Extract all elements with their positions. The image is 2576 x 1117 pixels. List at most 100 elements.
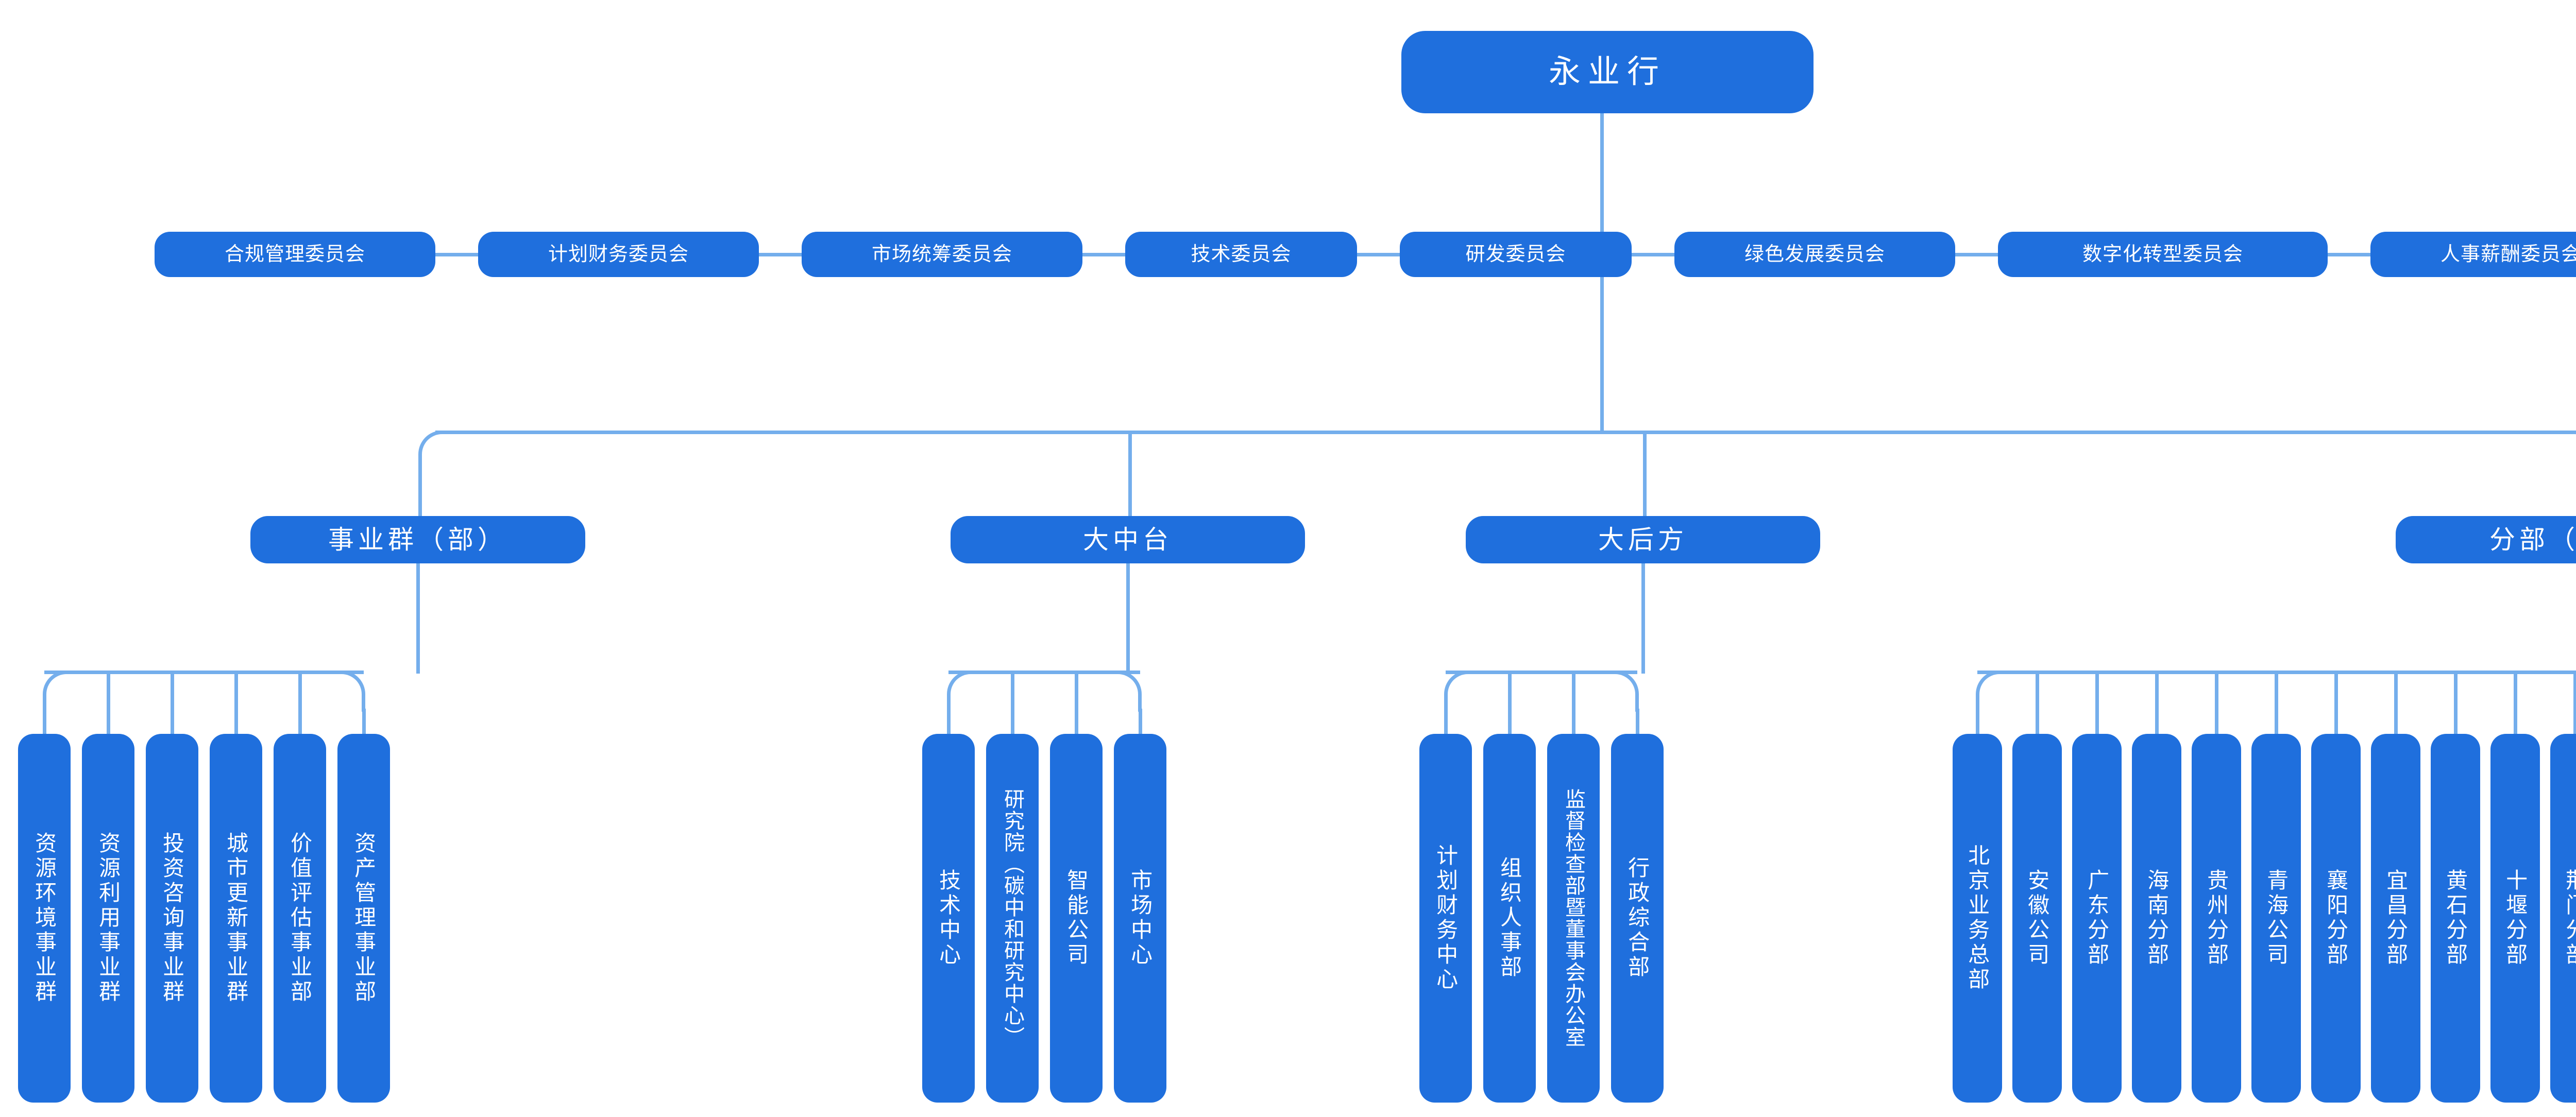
- leaf-node-1-1[interactable]: 资源环境事业群: [18, 734, 71, 1103]
- leaf-node-4-11[interactable]: 荆门分部: [2550, 734, 2576, 1103]
- committee-node-label: 技术委员会: [1191, 243, 1292, 265]
- committee-link-7: [2328, 253, 2370, 256]
- group-trunk-3: [1641, 563, 1645, 674]
- leaf-drop-4-4: [2155, 671, 2159, 737]
- group-node-2[interactable]: 大中台: [951, 516, 1305, 563]
- committee-node-1[interactable]: 合规管理委员会: [155, 232, 435, 277]
- children-left-elbow-2: [947, 671, 983, 712]
- leaf-node-label: 资源利用事业群: [96, 832, 121, 1005]
- root-node[interactable]: 永业行: [1401, 31, 1814, 113]
- leaf-node-label: 黄石分部: [2443, 869, 2468, 968]
- leaf-node-4-5[interactable]: 贵州分部: [2192, 734, 2241, 1103]
- leaf-drop-4-2: [2036, 671, 2039, 737]
- leaf-drop-1-2: [107, 671, 110, 737]
- leaf-node-4-2[interactable]: 安徽公司: [2012, 734, 2062, 1103]
- group-trunk-1: [416, 563, 420, 674]
- committee-link-5: [1632, 253, 1674, 256]
- leaf-drop-4-11: [2573, 671, 2576, 737]
- leaf-drop-1-6: [362, 709, 366, 737]
- leaf-node-label: 荆门分部: [2563, 869, 2576, 968]
- committee-node-3[interactable]: 市场统筹委员会: [802, 232, 1082, 277]
- children-right-elbow-3: [1603, 671, 1639, 712]
- leaf-drop-4-10: [2514, 671, 2517, 737]
- leaf-drop-4-9: [2454, 671, 2458, 737]
- leaf-node-3-2[interactable]: 组织人事部: [1483, 734, 1536, 1103]
- committee-link-1: [435, 253, 478, 256]
- leaf-node-label: 襄阳分部: [2324, 869, 2348, 968]
- children-left-elbow-1: [43, 671, 79, 712]
- leaf-node-3-3[interactable]: 监督检查部暨董事会办公室: [1547, 734, 1600, 1103]
- leaf-node-2-1[interactable]: 技术中心: [922, 734, 975, 1103]
- committee-node-label: 人事薪酬委员会: [2440, 243, 2576, 265]
- leaf-node-label: 市场中心: [1128, 869, 1153, 968]
- children-right-elbow-1: [329, 671, 365, 712]
- leaf-drop-4-7: [2334, 671, 2338, 737]
- leaf-node-label: 智能公司: [1064, 869, 1089, 968]
- leaf-node-label: 行政综合部: [1625, 856, 1650, 980]
- leaf-drop-2-4: [1139, 709, 1142, 737]
- leaf-drop-3-1: [1444, 709, 1448, 737]
- leaf-node-label: 研究院（碳中和研究中心）: [1001, 788, 1024, 1048]
- leaf-node-1-2[interactable]: 资源利用事业群: [82, 734, 134, 1103]
- leaf-drop-3-4: [1636, 709, 1639, 737]
- leaf-node-4-1[interactable]: 北京业务总部: [1953, 734, 2002, 1103]
- leaf-node-2-4[interactable]: 市场中心: [1114, 734, 1166, 1103]
- group-node-label: 大后方: [1598, 525, 1688, 554]
- leaf-node-3-4[interactable]: 行政综合部: [1611, 734, 1664, 1103]
- leaf-node-1-3[interactable]: 投资咨询事业群: [146, 734, 198, 1103]
- leaf-node-label: 监督检查部暨董事会办公室: [1562, 788, 1585, 1048]
- root-node-label: 永业行: [1548, 54, 1666, 90]
- leaf-drop-3-2: [1508, 671, 1512, 737]
- leaf-node-label: 贵州分部: [2204, 869, 2229, 968]
- leaf-node-1-4[interactable]: 城市更新事业群: [210, 734, 262, 1103]
- leaf-node-label: 广东分部: [2084, 869, 2109, 968]
- leaf-drop-3-3: [1572, 671, 1575, 737]
- committee-node-7[interactable]: 数字化转型委员会: [1998, 232, 2328, 277]
- level2-spine: [435, 431, 2576, 434]
- leaf-node-1-6[interactable]: 资产管理事业部: [337, 734, 390, 1103]
- committee-link-2: [759, 253, 802, 256]
- committee-node-label: 研发委员会: [1465, 243, 1566, 265]
- committee-node-4[interactable]: 技术委员会: [1125, 232, 1357, 277]
- leaf-drop-1-4: [234, 671, 238, 737]
- committee-node-2[interactable]: 计划财务委员会: [478, 232, 759, 277]
- leaf-drop-4-3: [2095, 671, 2099, 737]
- level2-left-elbow: [418, 431, 460, 477]
- group-node-1[interactable]: 事业群（部）: [250, 516, 585, 563]
- leaf-node-4-10[interactable]: 十堰分部: [2490, 734, 2540, 1103]
- leaf-node-3-1[interactable]: 计划财务中心: [1419, 734, 1472, 1103]
- leaf-drop-2-2: [1011, 671, 1014, 737]
- level2-drop-1: [418, 471, 422, 518]
- leaf-node-2-3[interactable]: 智能公司: [1050, 734, 1103, 1103]
- committee-node-8[interactable]: 人事薪酬委员会: [2370, 232, 2576, 277]
- leaf-node-4-9[interactable]: 黄石分部: [2431, 734, 2480, 1103]
- leaf-node-label: 十堰分部: [2503, 869, 2528, 968]
- leaf-node-2-2[interactable]: 研究院（碳中和研究中心）: [986, 734, 1039, 1103]
- committee-node-5[interactable]: 研发委员会: [1400, 232, 1632, 277]
- leaf-node-4-7[interactable]: 襄阳分部: [2311, 734, 2361, 1103]
- leaf-node-label: 技术中心: [936, 869, 961, 968]
- group-node-4[interactable]: 分部（分公司）: [2396, 516, 2576, 563]
- committee-node-6[interactable]: 绿色发展委员会: [1674, 232, 1955, 277]
- leaf-node-label: 价值评估事业部: [287, 832, 312, 1005]
- leaf-drop-1-5: [298, 671, 302, 737]
- leaf-node-4-4[interactable]: 海南分部: [2132, 734, 2181, 1103]
- leaf-node-4-8[interactable]: 宜昌分部: [2371, 734, 2420, 1103]
- children-left-elbow-3: [1444, 671, 1480, 712]
- leaf-drop-4-8: [2394, 671, 2398, 737]
- group-node-label: 大中台: [1083, 525, 1173, 554]
- level2-right-elbow: [2557, 431, 2576, 477]
- leaf-drop-2-1: [947, 709, 951, 737]
- level2-drop-2: [1128, 433, 1132, 518]
- leaf-node-4-6[interactable]: 青海公司: [2251, 734, 2301, 1103]
- group-node-label: 分部（分公司）: [2489, 525, 2576, 554]
- group-trunk-2: [1126, 563, 1130, 674]
- leaf-node-label: 资源环境事业群: [32, 832, 57, 1005]
- group-node-label: 事业群（部）: [328, 525, 507, 554]
- committee-node-label: 市场统筹委员会: [871, 243, 1012, 265]
- group-node-3[interactable]: 大后方: [1466, 516, 1820, 563]
- leaf-node-4-3[interactable]: 广东分部: [2072, 734, 2122, 1103]
- leaf-node-1-5[interactable]: 价值评估事业部: [274, 734, 326, 1103]
- leaf-node-label: 计划财务中心: [1433, 844, 1458, 992]
